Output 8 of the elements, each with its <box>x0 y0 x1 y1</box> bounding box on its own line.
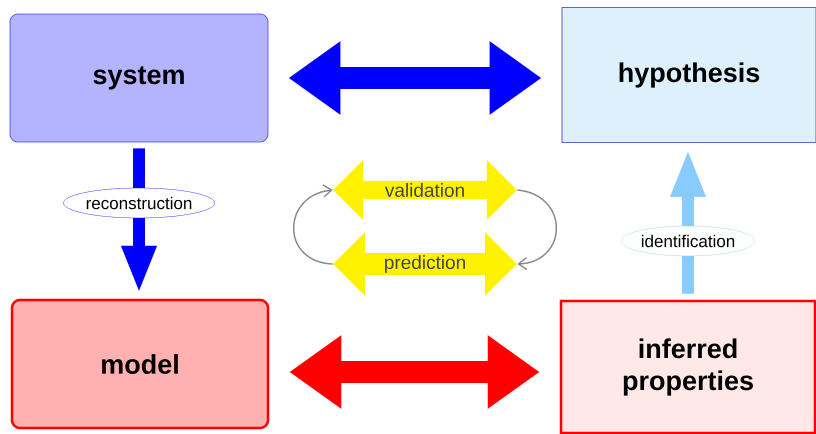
process-box: model <box>10 298 270 430</box>
arrow <box>292 184 333 265</box>
arrow <box>517 189 557 270</box>
process-box: inferred properties <box>560 300 816 434</box>
process-box: hypothesis <box>562 7 816 143</box>
edge-label: reconstruction <box>63 188 215 218</box>
edge-label: identification <box>620 226 756 256</box>
process-box: system <box>10 14 268 142</box>
